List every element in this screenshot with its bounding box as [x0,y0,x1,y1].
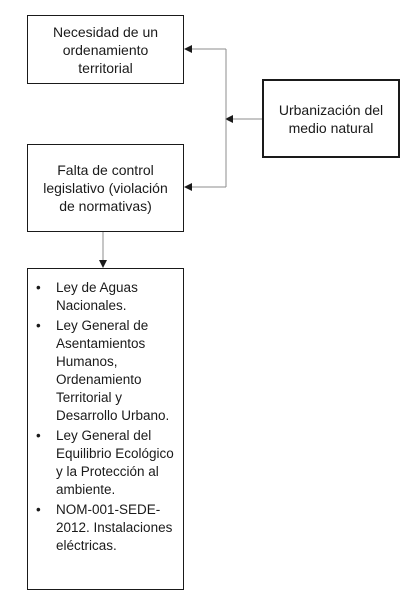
list-item-text: Ley General del Equilibrio Ecológico y l… [56,428,174,497]
bullet-marker: • [36,280,41,295]
list-item: • Ley General del Equilibrio Ecológico y… [36,427,179,499]
list-item: • Ley de Aguas Nacionales. [36,279,179,315]
node-necesidad-ordenamiento-label: Necesidad de un ordenamiento territorial [52,23,159,76]
list-item-text: Ley de Aguas Nacionales. [56,280,138,313]
bullet-marker: • [36,502,41,517]
normativas-list: • Ley de Aguas Nacionales. • Ley General… [36,279,179,555]
list-item-text: NOM-001-SEDE-2012. Instalaciones eléctri… [56,502,173,553]
node-urbanizacion-medio-natural: Urbanización del medio natural [262,79,400,158]
node-falta-control-legislativo-label: Falta de control legislativo (violación … [43,162,168,214]
list-item-text: Ley General de Asentamientos Humanos, Or… [56,318,170,423]
list-item: • Ley General de Asentamientos Humanos, … [36,317,179,425]
bullet-marker: • [36,318,41,333]
node-necesidad-ordenamiento: Necesidad de un ordenamiento territorial [27,15,184,84]
node-urbanizacion-medio-natural-label: Urbanización del medio natural [278,101,384,136]
list-item: • NOM-001-SEDE-2012. Instalaciones eléct… [36,501,179,555]
node-normativas-list: • Ley de Aguas Nacionales. • Ley General… [27,268,184,590]
node-falta-control-legislativo: Falta de control legislativo (violación … [27,144,184,232]
bullet-marker: • [36,428,41,443]
